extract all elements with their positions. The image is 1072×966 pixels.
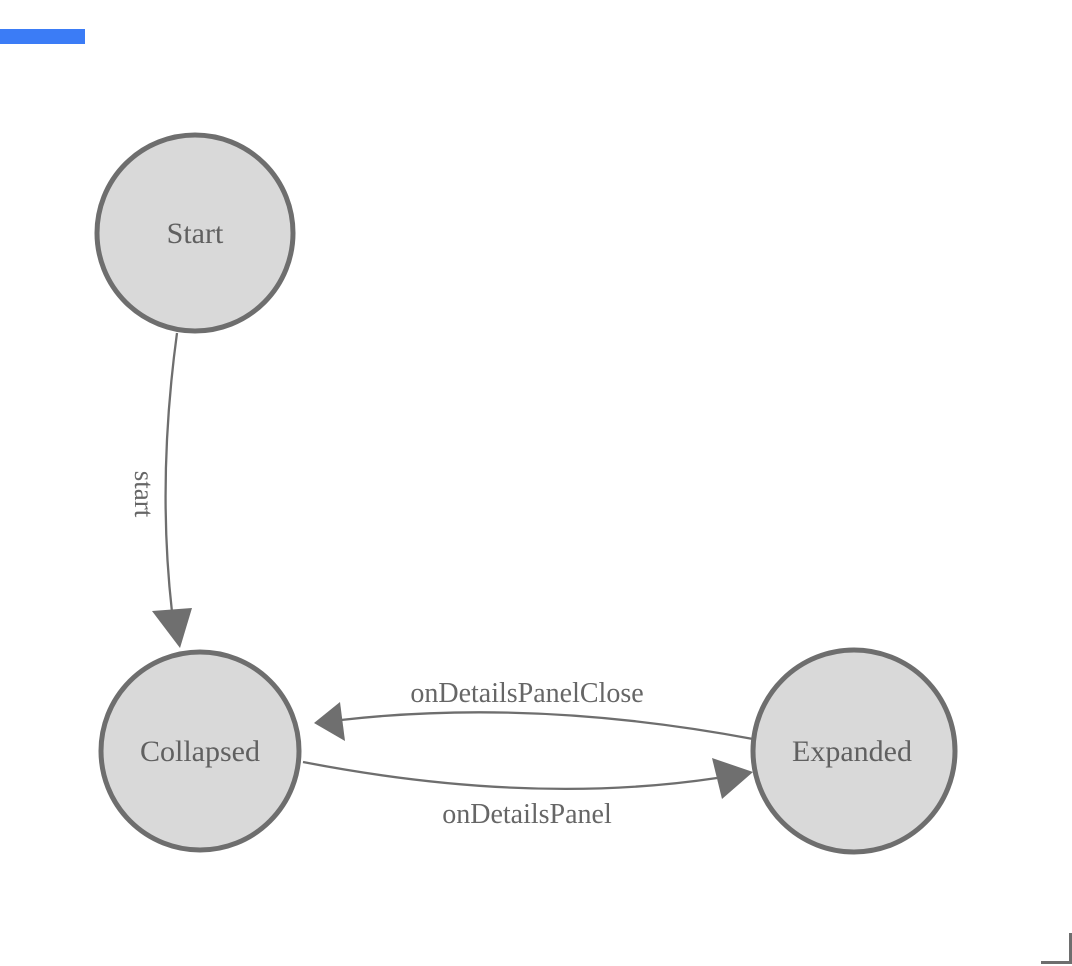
arrowhead-down-icon [152,608,192,648]
scrollbar-corner-vertical [1069,933,1072,964]
edge-label-ondetailspanel: onDetailsPanel [442,799,612,830]
arrowhead-left-icon [314,702,345,741]
node-circle-collapsed[interactable] [98,649,302,853]
edge-label-start: start [129,471,159,518]
node-label-collapsed: Collapsed [140,735,260,768]
edge-start-to-collapsed[interactable]: start [129,332,192,648]
node-circle-expanded[interactable] [750,647,958,855]
arrowhead-right-icon [712,758,753,799]
node-start[interactable]: Start [94,132,296,334]
node-label-expanded: Expanded [792,735,912,768]
scrollbar-corner-horizontal [1041,961,1072,964]
edge-collapsed-to-expanded[interactable]: onDetailsPanel [302,758,753,830]
node-collapsed[interactable]: Collapsed [98,649,302,853]
blue-bar-artifact [0,29,85,44]
edge-expanded-to-collapsed[interactable]: onDetailsPanelClose [314,678,754,741]
node-circle-start[interactable] [94,132,296,334]
edge-path-close [340,711,754,741]
node-label-start: Start [167,217,224,250]
edge-label-ondetailspanelclose: onDetailsPanelClose [410,678,643,709]
node-expanded[interactable]: Expanded [750,647,958,855]
edge-path-open [302,760,718,791]
edge-path-start [164,332,179,613]
